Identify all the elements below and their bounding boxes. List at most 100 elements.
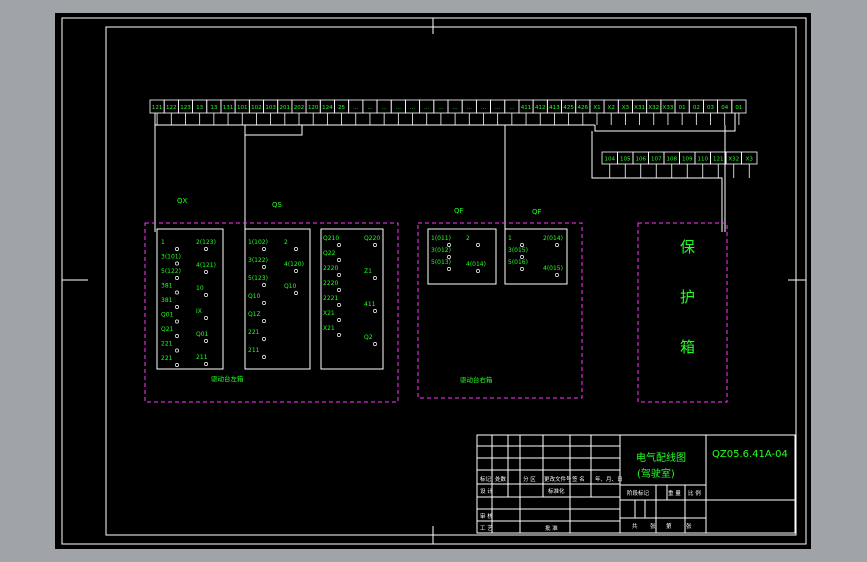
title-block: 电气配线图 (驾驶室) QZ05.6.41A-04 标记 处数 分 区 更改文件… [476, 434, 796, 534]
tb-mark: 标记 [480, 475, 492, 483]
left-panel-box [144, 222, 399, 403]
tb-review: 审 核 [480, 512, 493, 520]
component-label: 5(016) [508, 259, 528, 266]
component-label: 5(122) [161, 268, 181, 275]
terminal-label: 13 [210, 105, 217, 111]
left-title-a: QX [177, 197, 188, 205]
terminal-label: 04 [721, 105, 728, 111]
terminal-label: X33 [663, 105, 674, 111]
terminal-label: X3 [746, 157, 754, 163]
terminal-label: ... [353, 105, 358, 111]
terminal-label: ... [438, 105, 443, 111]
component-label: 2 [284, 239, 288, 246]
component-label: 2220 [323, 265, 338, 272]
component-label: IX [196, 308, 202, 315]
contact-terminal [294, 247, 298, 251]
contact-terminal [373, 276, 377, 280]
component-label: 381 [161, 283, 173, 290]
contact-terminal [204, 270, 208, 274]
contact-terminal [204, 339, 208, 343]
contact-terminal [447, 267, 451, 271]
contact-terminal [175, 305, 179, 309]
component-label: Q01 [196, 331, 209, 338]
contact-terminal [204, 247, 208, 251]
contact-terminal [175, 290, 179, 295]
mid-caption: 驱动台右箱 [460, 375, 493, 384]
contact-terminal [447, 243, 451, 247]
contact-terminal [520, 255, 524, 259]
centering-marks [62, 18, 806, 544]
terminal-label: X32 [728, 157, 739, 163]
terminal-label: 121 [152, 105, 163, 111]
contact-terminal [294, 291, 298, 295]
component-label: 2 [466, 235, 470, 242]
protect-char-1: 保 [680, 238, 695, 256]
terminal-label: 120 [308, 105, 319, 111]
contact-terminal [175, 261, 179, 266]
component-label: 3(012) [431, 247, 451, 254]
mid-title-b: QF [532, 208, 542, 216]
drawing-title-2: (驾驶室) [637, 467, 675, 480]
tb-date: 年、月、日 [595, 475, 623, 483]
contact-terminal [262, 301, 266, 305]
contact-terminal [204, 316, 208, 320]
tb-standard: 标准化 [548, 487, 565, 495]
terminal-label: 02 [693, 105, 700, 111]
component-label: 1 [161, 239, 165, 246]
contact-terminal [476, 269, 480, 273]
component-label: 4(121) [196, 262, 216, 269]
mid-title-a: QF [454, 207, 464, 215]
contact-terminal [520, 267, 524, 271]
contact-terminal [373, 243, 377, 247]
terminal-label: 121 [713, 157, 724, 163]
protect-box [637, 222, 728, 403]
contact-terminal [447, 255, 451, 259]
component-label: 2221 [323, 295, 338, 302]
terminal-label: 412 [535, 105, 546, 111]
terminal-label: 131 [223, 105, 234, 111]
mid-panel-box [417, 222, 583, 399]
contact-terminal [294, 269, 298, 273]
contact-terminal [337, 303, 341, 307]
terminal-label: 201 [280, 105, 291, 111]
terminal-label: 25 [338, 105, 345, 111]
terminal-label: 124 [322, 105, 333, 111]
tb-scale: 比 例 [688, 489, 701, 497]
terminal-label: ... [424, 105, 429, 111]
wiring-lines [154, 113, 736, 232]
contact-terminal [175, 348, 179, 353]
tb-design: 设 计 [480, 487, 493, 495]
tb-stage: 阶段标记 [627, 489, 650, 497]
contact-terminal [175, 276, 179, 280]
drawing-title-1: 电气配线图 [636, 451, 686, 464]
terminal-label: ... [509, 105, 514, 111]
contact-terminal [262, 319, 266, 323]
component-label: 221 [248, 329, 260, 336]
contact-terminal [337, 318, 341, 322]
component-label: Z1 [364, 268, 372, 275]
tb-sheet-unit2: 张 [686, 522, 692, 530]
tb-count: 处数 [495, 475, 507, 483]
component-label: Q2 [364, 334, 373, 341]
component-label: 1(102) [248, 239, 268, 246]
terminal-label: X2 [608, 105, 615, 111]
contact-terminal [337, 243, 341, 247]
component-label: X21 [323, 310, 335, 317]
contact-terminal [555, 273, 559, 277]
contact-terminal [204, 293, 208, 297]
component-label: 2(123) [196, 239, 216, 246]
tb-sheet-unit1: 张 [650, 522, 656, 530]
component-label: 1 [508, 235, 512, 242]
component-label: 2220 [323, 280, 338, 287]
tb-zone: 分 区 [523, 475, 536, 483]
terminal-label: 411 [521, 105, 532, 111]
component-label: 4(015) [543, 265, 563, 272]
terminal-label: X1 [593, 105, 600, 111]
tb-doc: 更改文件号 [544, 475, 572, 483]
tb-weight: 重 量 [668, 489, 681, 497]
tb-sign: 签 名 [572, 475, 585, 483]
contact-terminal [175, 319, 179, 324]
terminal-label: 123 [180, 105, 191, 111]
drawing-sheet [55, 13, 811, 549]
